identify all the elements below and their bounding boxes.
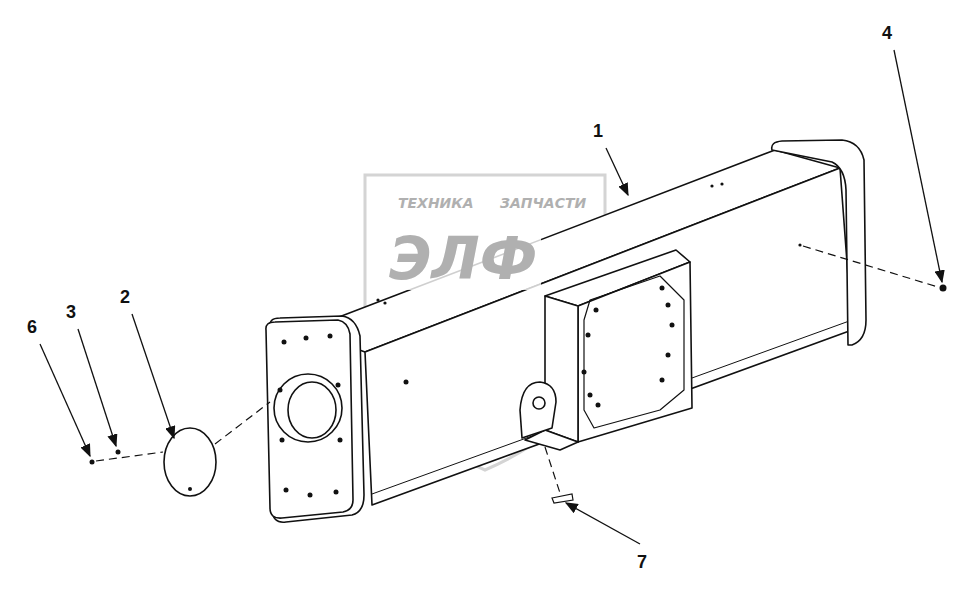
callout-number: 4 <box>882 24 892 42</box>
lug <box>520 382 556 438</box>
leader-lines <box>40 50 942 544</box>
beam-front <box>365 168 852 505</box>
cover-plate <box>164 428 216 496</box>
watermark-text: ЗАПЧАСТИ <box>500 196 586 210</box>
left-flange <box>266 320 353 518</box>
callout-number: 2 <box>120 288 130 306</box>
callout-number: 3 <box>66 303 76 321</box>
flange-hole <box>274 374 342 442</box>
right-flange <box>772 140 866 345</box>
callout-number: 7 <box>637 553 647 571</box>
watermark-text: ТЕХНИКА <box>398 196 474 210</box>
callout-number: 1 <box>593 122 603 140</box>
callout-number: 6 <box>27 318 37 336</box>
watermark-logo: ЭЛФ <box>385 228 541 290</box>
bracket-plate <box>578 262 692 442</box>
